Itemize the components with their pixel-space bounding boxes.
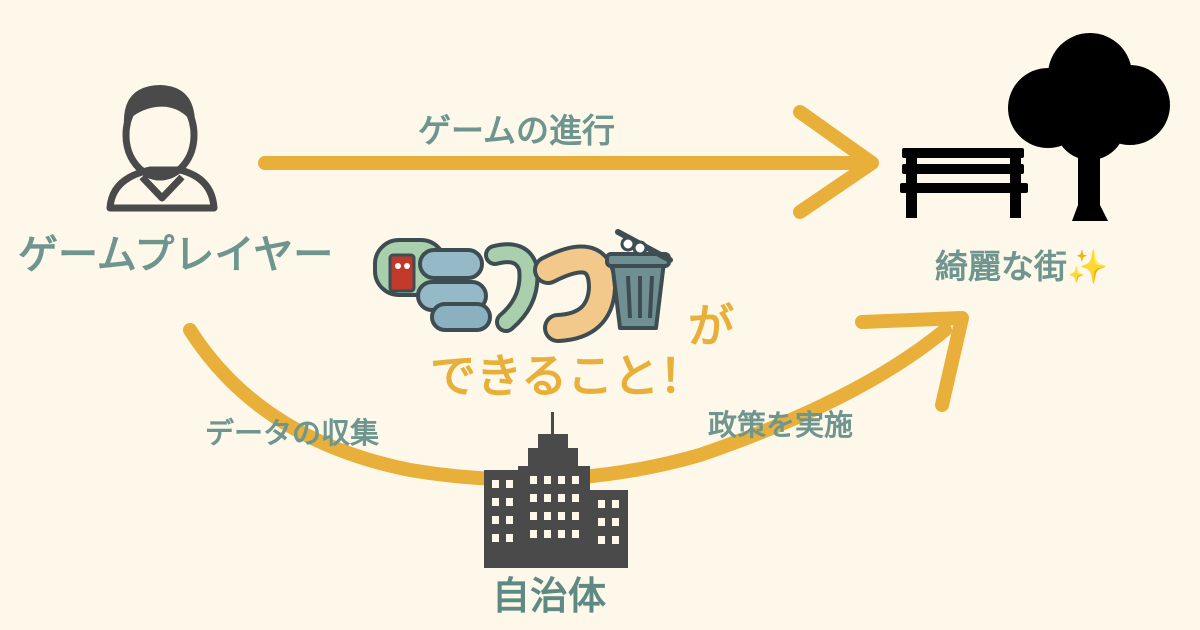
- can-do-label-part1: が: [688, 299, 734, 353]
- progress-label: ゲームの進行: [418, 111, 616, 150]
- bench-icon: [900, 148, 1028, 218]
- progress-arrow: [258, 105, 879, 219]
- person-icon: [106, 85, 218, 212]
- tree-icon: [1008, 33, 1170, 221]
- building-icon: [484, 412, 628, 568]
- collect-label: データの収集: [205, 416, 380, 450]
- policy-label: 政策を実施: [708, 408, 854, 442]
- city-label: 綺麗な街✨: [935, 247, 1109, 286]
- trash-can-icon: [605, 229, 673, 330]
- player-label: ゲームプレイヤー: [18, 232, 334, 278]
- gomisuto-logo: [373, 238, 618, 343]
- can-do-label-part2: できること！: [430, 349, 706, 403]
- government-label: 自治体: [492, 574, 607, 618]
